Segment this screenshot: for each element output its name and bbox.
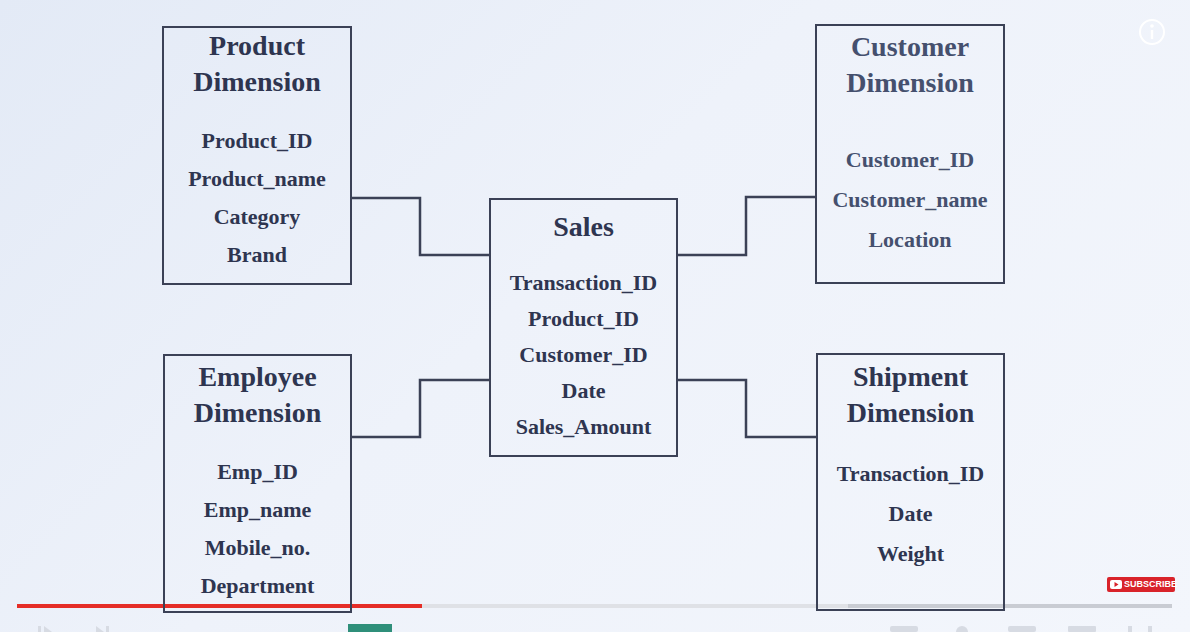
table-title: Product Dimension — [170, 28, 344, 100]
info-icon-dot — [1150, 24, 1154, 28]
relationship-line — [678, 197, 815, 255]
table-title: Shipment Dimension — [824, 359, 997, 431]
fact-table-box: SalesTransaction_IDProduct_IDCustomer_ID… — [489, 198, 678, 457]
column-name: Mobile_no. — [205, 529, 311, 567]
column-name: Location — [868, 220, 951, 260]
player-controls — [38, 624, 1152, 632]
dimension-table-box: Customer DimensionCustomer_IDCustomer_na… — [815, 24, 1005, 284]
progress-buffer — [422, 604, 848, 608]
column-name: Emp_ID — [217, 453, 298, 491]
column-name: Transaction_ID — [510, 265, 658, 301]
table-title: Employee Dimension — [171, 359, 344, 431]
relationship-line — [352, 198, 489, 255]
relationship-line — [678, 380, 816, 437]
play-logo-triangle — [1115, 582, 1119, 587]
column-name: Emp_name — [204, 491, 312, 529]
column-name: Customer_ID — [846, 140, 974, 180]
column-name: Date — [889, 494, 933, 534]
info-icon — [1140, 20, 1164, 44]
column-name: Department — [201, 567, 315, 605]
relationship-line — [352, 380, 489, 437]
column-name: Date — [562, 373, 606, 409]
info-icon-stem — [1151, 30, 1153, 39]
column-name: Category — [214, 198, 301, 236]
column-name: Transaction_ID — [837, 454, 985, 494]
dimension-table-box: Employee DimensionEmp_IDEmp_nameMobile_n… — [163, 354, 352, 613]
column-name: Product_name — [188, 160, 326, 198]
dimension-table-box: Shipment DimensionTransaction_IDDateWeig… — [816, 353, 1005, 611]
column-name: Sales_Amount — [516, 409, 652, 445]
table-title: Sales — [497, 209, 670, 245]
column-name: Product_ID — [202, 122, 313, 160]
column-name: Customer_ID — [519, 337, 647, 373]
column-name: Product_ID — [528, 301, 639, 337]
table-title: Customer Dimension — [823, 29, 997, 101]
column-name: Weight — [877, 534, 944, 574]
button-label: SUBSCRIBE — [1124, 578, 1177, 591]
play-logo — [1110, 580, 1122, 589]
progress-played — [17, 604, 422, 608]
column-name: Customer_name — [832, 180, 987, 220]
dimension-table-box: Product DimensionProduct_IDProduct_nameC… — [162, 26, 352, 285]
column-name: Brand — [227, 236, 287, 274]
progress-track — [17, 604, 1172, 608]
